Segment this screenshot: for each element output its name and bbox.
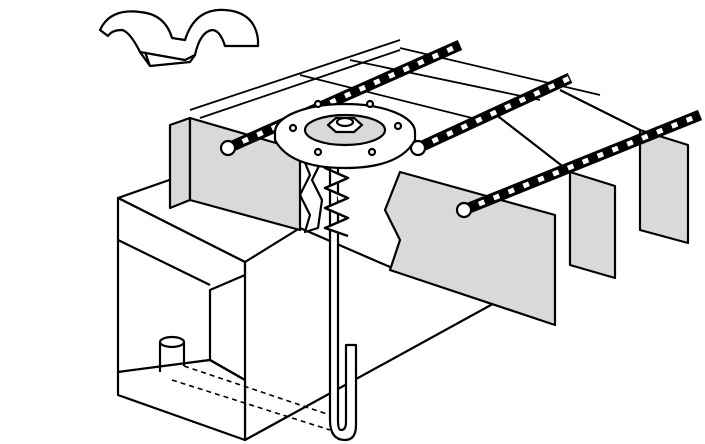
twisted-cross-rods	[219, 39, 703, 219]
saddle-clip	[98, 8, 260, 68]
grating-rear-frame	[189, 39, 601, 121]
bearing-bar-1	[383, 170, 557, 327]
cross-rod-1	[219, 39, 463, 157]
cross-rod-3	[455, 109, 703, 219]
hook-bolt	[298, 148, 358, 442]
clamp-hook	[298, 148, 324, 234]
grating-end-bar	[168, 116, 302, 232]
bearing-bar-3	[638, 128, 690, 245]
bearing-bar-2	[568, 170, 617, 280]
cross-rod-2	[409, 73, 573, 157]
clamp-plate	[273, 99, 417, 170]
bearing-bars	[383, 89, 690, 327]
